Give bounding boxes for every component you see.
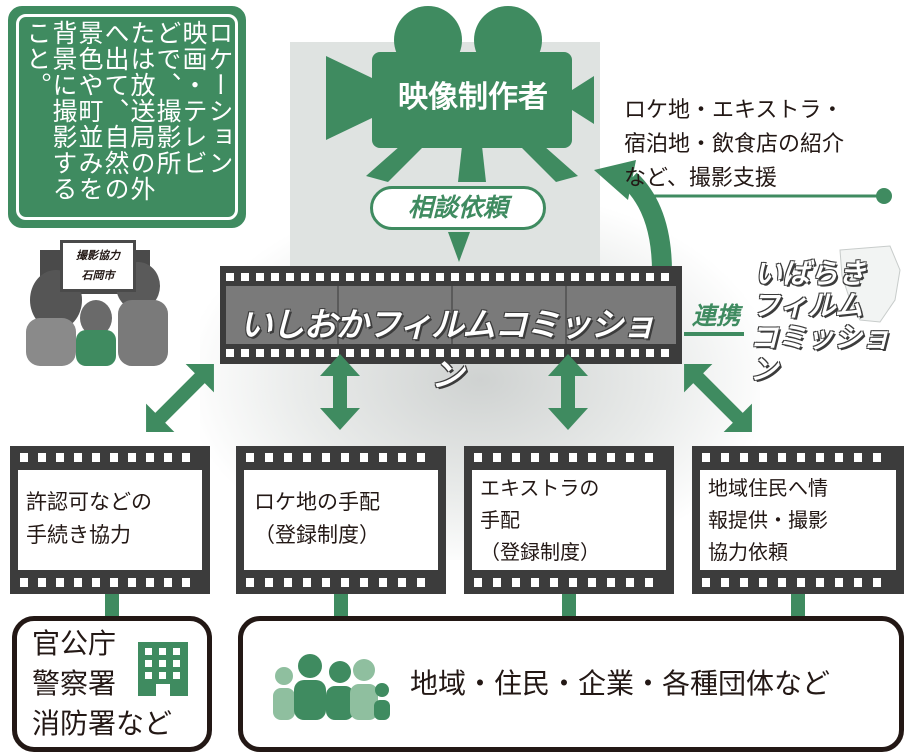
community-label: 地域・住民・企業・各種団体など	[410, 667, 831, 700]
ibaraki-line-2: フィルム	[752, 289, 863, 322]
support-line-2: 宿泊地・飲食店の紹介	[624, 132, 845, 157]
ibaraki-map-icon	[839, 245, 901, 323]
definition-text: ロケーション 映画・テレビ どで、撮影所 たは放送局の外 へ出て、自然の 景色や…	[23, 20, 234, 216]
connector-lines	[105, 594, 805, 618]
building-icon	[138, 642, 188, 696]
support-arrow-icon	[594, 160, 672, 273]
ibaraki-line-3: コミッション	[750, 321, 891, 386]
consult-request-label: 相談依頼	[370, 186, 546, 230]
definition-column: どで、撮影所	[153, 20, 182, 176]
support-dot	[876, 188, 892, 204]
government-list: 官公庁 警察署 消防署など	[32, 624, 172, 744]
task-residents: 地域住民へ情 報提供・撮影 協力依頼	[708, 472, 896, 568]
task-line: 協力依頼	[708, 540, 788, 564]
definition-box-border	[16, 14, 238, 220]
task-line: 手配	[480, 508, 520, 532]
task-line: ロケ地の手配	[254, 490, 380, 514]
double-arrow-icons	[146, 354, 752, 432]
definition-column: 背景に撮影する	[49, 20, 78, 202]
movie-camera-icon	[326, 6, 594, 182]
definition-column: こと。	[23, 20, 52, 98]
definition-column: 映画・テレビ	[179, 20, 208, 176]
task-line: 手続き協力	[26, 523, 131, 547]
sign-line-2: 石岡市	[81, 269, 115, 282]
sign-line-1: 撮影協力	[76, 249, 120, 262]
definition-column: 景色や町並みを	[75, 20, 104, 202]
task-line: 許認可などの	[26, 490, 152, 514]
community-box	[238, 616, 904, 752]
down-arrow-icon	[448, 232, 470, 262]
task-line: 地域住民へ情	[708, 476, 828, 500]
ibaraki-film-commission: いばらき フィルム コミッション	[750, 258, 910, 386]
commission-film-strip	[220, 266, 682, 364]
cooperation-sign: 撮影協力 石岡市	[60, 240, 136, 292]
producer-label: 映像制作者	[398, 80, 548, 115]
task-line: 報提供・撮影	[708, 508, 828, 532]
support-line-3: など、撮影支援	[624, 166, 777, 191]
ibaraki-line-1: いばらき	[754, 257, 867, 290]
support-description: ロケ地・エキストラ・ 宿泊地・飲食店の紹介 など、撮影支援	[624, 94, 909, 196]
support-line-1: ロケ地・エキストラ・	[624, 98, 844, 123]
link-label: 連携	[692, 302, 740, 330]
task-line: （登録制度）	[480, 540, 600, 564]
government-line: 警察署	[32, 667, 117, 700]
task-line: エキストラの	[480, 476, 600, 500]
task-permits: 許認可などの 手続き協力	[26, 486, 202, 552]
task-extras: エキストラの 手配 （登録制度）	[480, 472, 664, 568]
definition-column: へ出て、自然の	[101, 20, 130, 202]
commission-name: いしおかフィルムコミッション	[239, 305, 656, 394]
definition-column: たは放送局の外	[127, 20, 156, 202]
definition-box: ロケーション 映画・テレビ どで、撮影所 たは放送局の外 へ出て、自然の 景色や…	[8, 6, 246, 228]
people-group-icon	[273, 654, 390, 720]
task-line: （登録制度）	[254, 523, 380, 547]
task-film-frames	[10, 446, 904, 594]
task-location: ロケ地の手配 （登録制度）	[254, 486, 434, 552]
government-line: 官公庁	[32, 627, 117, 660]
government-line: 消防署など	[32, 707, 173, 740]
definition-column: ロケーション	[205, 20, 234, 176]
